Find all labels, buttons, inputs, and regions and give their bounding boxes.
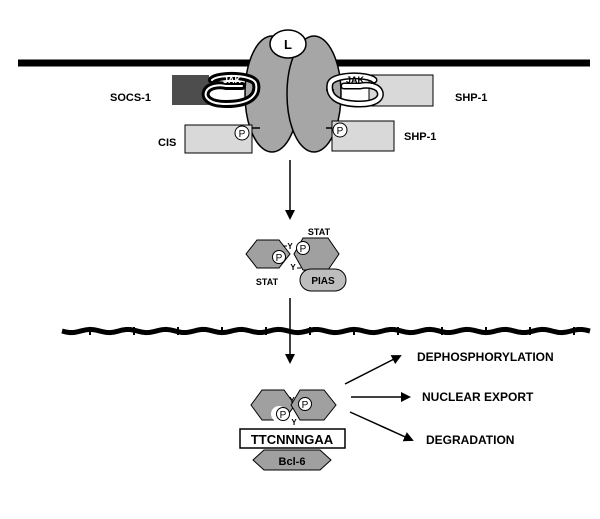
shp1-phospho-label: P bbox=[337, 126, 344, 137]
jak-right-highlight bbox=[327, 73, 383, 107]
stat-bottom-label: STAT bbox=[256, 277, 279, 287]
bcl6-label: Bcl-6 bbox=[279, 456, 306, 468]
tyrosine-top-label: Y bbox=[287, 242, 293, 251]
nuclear-membrane bbox=[61, 326, 591, 336]
stat-top-label: STAT bbox=[308, 227, 331, 237]
shp1-phospho-circle bbox=[332, 122, 348, 138]
ligand-bubble bbox=[269, 29, 307, 59]
cis-phospho-circle bbox=[234, 125, 250, 141]
nuclear-stat-bottom-phospho-label: P bbox=[280, 410, 287, 421]
jak-left-highlight bbox=[204, 74, 258, 106]
cis-phospho-label: P bbox=[239, 129, 246, 140]
dna-element-box bbox=[239, 428, 346, 449]
cis-label: CIS bbox=[158, 137, 176, 149]
ligand-label: L bbox=[284, 37, 292, 52]
nuclear-tyrosine-top-label: Y bbox=[289, 396, 295, 405]
pias-label: PIAS bbox=[311, 276, 335, 287]
nuclear-tyrosine-bottom-label: Y bbox=[291, 418, 297, 427]
socs1-label: SOCS-1 bbox=[110, 92, 151, 104]
dna-sequence-label: TTCNNNGAA bbox=[251, 432, 334, 447]
stat-top-phospho-circle bbox=[296, 241, 310, 255]
jak-right-label: JAK bbox=[346, 75, 365, 85]
nuclear-stat-top-phospho-label: P bbox=[302, 400, 309, 411]
nuclear-stat-right-hexagon bbox=[290, 389, 337, 421]
nuclear-pores bbox=[89, 327, 575, 335]
receptor-chain-right bbox=[286, 35, 342, 153]
stat-top-phospho-label: P bbox=[300, 244, 307, 255]
bcl6-hexagon bbox=[252, 449, 332, 471]
nuclear-stat-bottom-phospho-circle bbox=[276, 407, 290, 421]
fate-nuclear-export: NUCLEAR EXPORT bbox=[422, 390, 534, 404]
fate-degradation: DEGRADATION bbox=[426, 433, 514, 447]
jak-left-label: JAK bbox=[223, 75, 242, 85]
shp1-bottom-label: SHP-1 bbox=[404, 131, 436, 143]
nuclear-stat-top-phospho-circle bbox=[298, 397, 312, 411]
fate-dephosphorylation: DEPHOSPHORYLATION bbox=[417, 350, 554, 364]
shp1-top-label: SHP-1 bbox=[455, 92, 487, 104]
pias-pill bbox=[299, 268, 347, 292]
stat-bottom-phospho-circle bbox=[272, 250, 286, 264]
arrow-to-dephosphorylation bbox=[344, 355, 402, 385]
stat-bottom-phospho-label: P bbox=[276, 253, 283, 264]
arrow-to-degradation bbox=[349, 411, 414, 442]
tyrosine-bottom-label: Y bbox=[290, 263, 296, 272]
